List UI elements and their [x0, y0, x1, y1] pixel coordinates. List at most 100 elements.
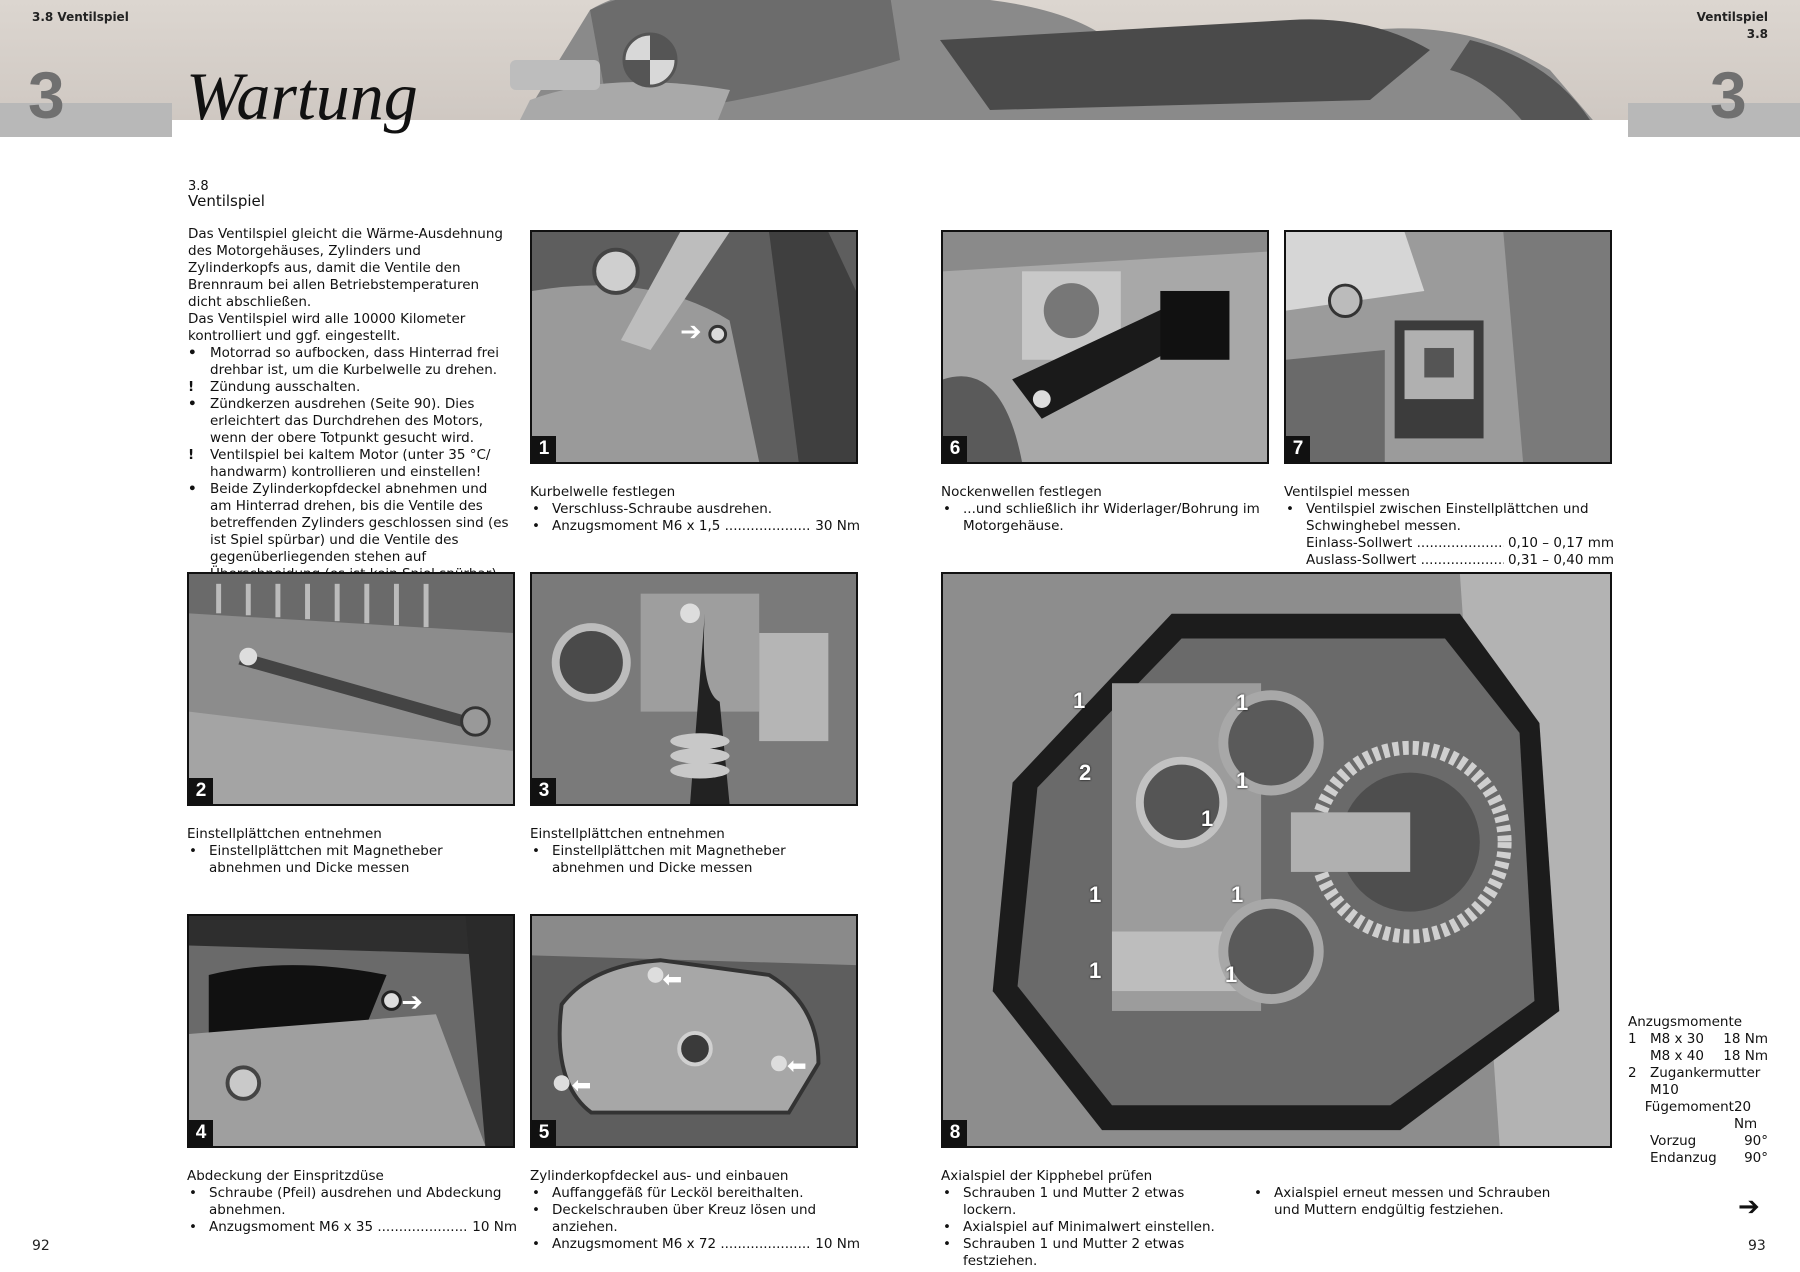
torque-ref: [1628, 1150, 1650, 1167]
section-number: 3.8: [188, 179, 209, 194]
intro-item-text: Zündkerzen ausdrehen (Seite 90). Dies er…: [210, 396, 484, 446]
bullet-marker: •: [188, 345, 197, 361]
motorcycle-banner-image: [510, 0, 1593, 120]
chapter-title: Wartung: [186, 58, 418, 134]
svg-text:➔: ➔: [680, 317, 702, 347]
figure-7-caption: Ventilspiel messen •Ventilspiel zwischen…: [1284, 484, 1614, 569]
chapter-number-left: 3: [28, 58, 65, 132]
figure-4-caption: Abdeckung der Einspritzdüse •Schraube (P…: [187, 1168, 517, 1236]
caption-item-text: Axialspiel auf Minimalwert einstellen.: [963, 1219, 1215, 1235]
figure-number-badge: 6: [943, 436, 967, 462]
callout-1: 1: [1089, 958, 1102, 983]
page-number-right: 93: [1748, 1238, 1766, 1254]
callout-1: 1: [1231, 882, 1244, 907]
caption-item: •Schrauben 1 und Mutter 2 etwas lockern.: [943, 1185, 1185, 1218]
caption-item-text: Schraube (Pfeil) ausdrehen und Abdeckung…: [209, 1185, 502, 1218]
chapter-number-right: 3: [1710, 58, 1747, 132]
figure-number-badge: 8: [943, 1120, 967, 1146]
caption-item: •Deckelschrauben über Kreuz lösen und an…: [532, 1202, 817, 1235]
torque-row: 2 Zugankermutter M10: [1628, 1065, 1768, 1099]
spec-value: 30 Nm: [815, 518, 860, 534]
caption-item: •Einstellplättchen mit Magnetheber abneh…: [189, 843, 443, 876]
intro-item: !Ventilspiel bei kaltem Motor (unter 35 …: [188, 447, 513, 481]
figure-number-badge: 4: [189, 1120, 213, 1146]
figure-5-photo: ⬅⬅⬅ 5: [530, 914, 858, 1148]
torque-label: Fügemoment: [1644, 1099, 1734, 1115]
intro-item: •Motorrad so aufbocken, dass Hinterrad f…: [188, 345, 513, 379]
figure-3-photo: 3: [530, 572, 858, 806]
torque-ref: 2: [1628, 1065, 1637, 1081]
svg-text:⬅: ⬅: [787, 1051, 807, 1079]
figure-8-caption: Axialspiel der Kipphebel prüfen •Schraub…: [941, 1168, 1241, 1270]
caption-title: Einstellplättchen entnehmen: [530, 826, 725, 842]
torque-label: Zugankermutter M10: [1650, 1065, 1761, 1098]
caption-item-text: Verschluss-Schraube ausdrehen.: [552, 501, 773, 517]
caption-item: •Axialspiel erneut messen und Schrauben …: [1254, 1185, 1551, 1218]
caption-item-text: ...und schließlich ihr Widerlager/Bohrun…: [963, 501, 1260, 534]
intro-item: !Zündung ausschalten.: [188, 379, 513, 396]
caption-item: •Auffanggefäß für Lecköl bereithalten.: [532, 1185, 804, 1201]
figure-number-badge: 5: [532, 1120, 556, 1146]
figure-2-photo: 2: [187, 572, 515, 806]
callout-1: 1: [1073, 688, 1086, 713]
section-title: Ventilspiel: [188, 192, 265, 210]
caption-item-text: Auffanggefäß für Lecköl bereithalten.: [552, 1185, 804, 1201]
caption-item-text: Ventilspiel zwischen Einstellplättchen u…: [1306, 501, 1589, 534]
intro-item-text: Beide Zylinderkopfdeckel abnehmen und am…: [210, 481, 509, 582]
caption-title: Abdeckung der Einspritzdüse: [187, 1168, 384, 1184]
running-head-right: Ventilspiel 3.8: [1696, 10, 1768, 41]
spec-value: 10 Nm: [815, 1236, 860, 1252]
intro-item: • Zündkerzen ausdrehen (Seite 90). Dies e…: [188, 396, 513, 447]
torque-value: 20 Nm: [1733, 1099, 1758, 1132]
torque-ref: 1: [1628, 1031, 1637, 1047]
callout-1: 1: [1089, 882, 1102, 907]
caption-item-text: Einstellplättchen mit Magnetheber abnehm…: [209, 843, 443, 876]
header-banner: [0, 0, 1800, 120]
torque-value: 90°: [1744, 1150, 1768, 1166]
spec-list: Einlass-Sollwert0,10 – 0,17 mm Auslass-S…: [1284, 535, 1614, 569]
torque-ref: [1628, 1048, 1650, 1065]
figure-number-badge: 7: [1286, 436, 1310, 462]
callout-1: 1: [1201, 806, 1214, 831]
torque-value: 18 Nm: [1723, 1048, 1768, 1064]
figure-6-caption: Nockenwellen festlegen •...und schließli…: [941, 484, 1271, 535]
intro-text: Das Ventilspiel gleicht die Wärme-Ausdeh…: [188, 226, 513, 583]
warning-marker: !: [188, 447, 195, 463]
running-head-left: 3.8 Ventilspiel: [32, 10, 129, 24]
spec-value: 0,31 – 0,40 mm: [1507, 552, 1614, 568]
figure-8-photo: 1 1 1 1 1 1 1 1 2 8: [941, 572, 1612, 1148]
torque-ref: [1628, 1099, 1645, 1133]
intro-paragraph: Das Ventilspiel wird alle 10000 Kilomete…: [188, 311, 466, 344]
caption-spec: •Anzugsmoment M6 x 1,530 Nm: [530, 518, 860, 535]
torque-table-title: Anzugsmomente: [1628, 1014, 1743, 1030]
torque-row: M8 x 40 18 Nm: [1628, 1048, 1768, 1065]
callout-1: 1: [1236, 690, 1249, 715]
caption-item: •Ventilspiel zwischen Einstellplättchen …: [1286, 501, 1589, 534]
spec-label: Anzugsmoment M6 x 1,5: [552, 518, 811, 535]
intro-paragraph: Das Ventilspiel gleicht die Wärme-Ausdeh…: [188, 226, 503, 310]
spec-row: Auslass-Sollwert0,31 – 0,40 mm: [1306, 552, 1614, 569]
spec-label: Anzugsmoment M6 x 35: [209, 1219, 468, 1236]
header-underline-strip: [172, 120, 1628, 140]
torque-label: M8 x 40: [1650, 1048, 1704, 1064]
caption-item-text: Schrauben 1 und Mutter 2 etwas lockern.: [963, 1185, 1185, 1218]
bullet-marker: •: [188, 396, 197, 412]
figure-4-photo: ➔ 4: [187, 914, 515, 1148]
intro-item-text: Zündung ausschalten.: [210, 379, 361, 395]
caption-item: •Schrauben 1 und Mutter 2 etwas festzieh…: [943, 1236, 1185, 1269]
caption-item-text: Einstellplättchen mit Magnetheber abnehm…: [552, 843, 786, 876]
caption-title: Kurbelwelle festlegen: [530, 484, 676, 500]
callout-1: 1: [1236, 768, 1249, 793]
figure-2-caption: Einstellplättchen entnehmen •Einstellplä…: [187, 826, 517, 877]
callout-1: 1: [1225, 962, 1238, 987]
next-page-arrow-icon: ➔: [1738, 1192, 1760, 1222]
svg-text:⬅: ⬅: [662, 965, 682, 993]
page-number-left: 92: [32, 1238, 50, 1254]
caption-spec: •Anzugsmoment M6 x 3510 Nm: [187, 1219, 517, 1236]
caption-item-text: Deckelschrauben über Kreuz lösen und anz…: [552, 1202, 817, 1235]
caption-item: •Axialspiel auf Minimalwert einstellen.: [943, 1219, 1215, 1235]
torque-ref: [1628, 1133, 1650, 1150]
